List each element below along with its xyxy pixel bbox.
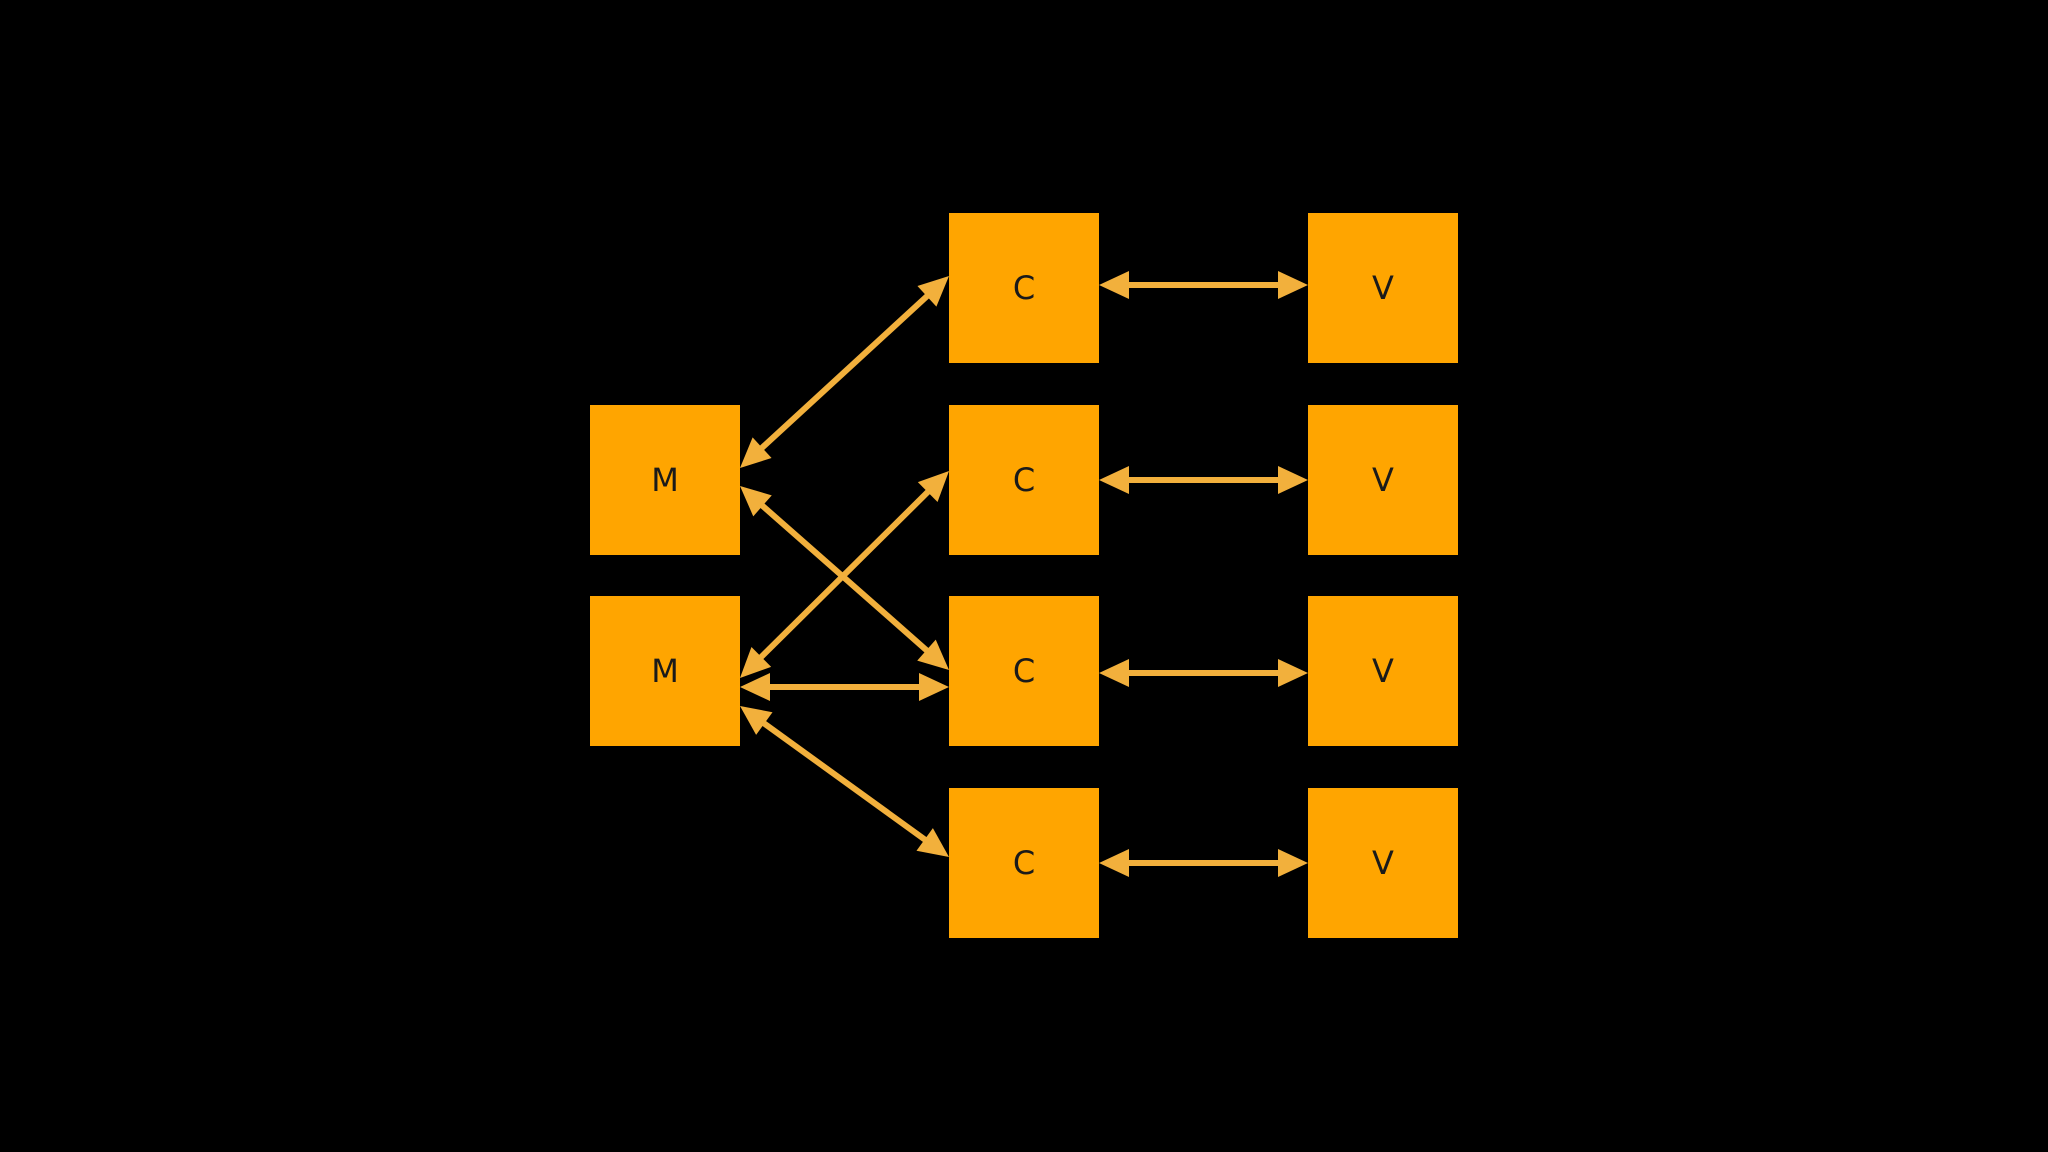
arrow-c2-v2 <box>1099 466 1308 494</box>
arrow-m2-c3 <box>740 673 949 701</box>
arrow-m2-c2 <box>740 471 949 678</box>
model-box-2: M <box>590 596 740 746</box>
model-box-1: M <box>590 405 740 555</box>
arrow-c3-v3 <box>1099 659 1308 687</box>
controller-box-4: C <box>949 788 1099 938</box>
arrow-m2-c4 <box>740 706 949 857</box>
view-box-4: V <box>1308 788 1458 938</box>
controller-box-1: C <box>949 213 1099 363</box>
controller-box-2: C <box>949 405 1099 555</box>
view-box-2: V <box>1308 405 1458 555</box>
arrow-c4-v4 <box>1099 849 1308 877</box>
controller-box-3: C <box>949 596 1099 746</box>
arrow-c1-v1 <box>1099 271 1308 299</box>
arrow-m1-c1 <box>740 276 949 468</box>
view-box-3: V <box>1308 596 1458 746</box>
view-box-1: V <box>1308 213 1458 363</box>
